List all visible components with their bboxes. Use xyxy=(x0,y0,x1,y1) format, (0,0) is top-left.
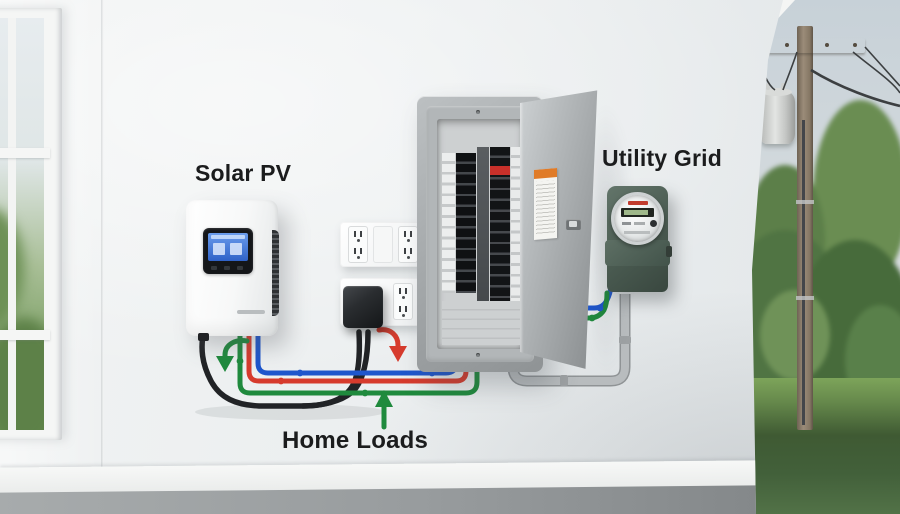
meter-face xyxy=(611,192,664,245)
outdoor-scene xyxy=(725,0,900,514)
conduit-coupling xyxy=(619,336,631,344)
breaker-column-left xyxy=(456,153,476,293)
wire-connector-dot xyxy=(588,314,596,322)
outlet-socket xyxy=(348,226,368,263)
lcd-digits xyxy=(230,243,242,255)
inverter-brand-label xyxy=(237,310,265,314)
arrow-green-up-icon xyxy=(375,390,393,430)
window-mullion xyxy=(0,148,50,158)
interior-wall xyxy=(0,0,783,514)
panel-face xyxy=(426,106,534,362)
inverter-display xyxy=(203,228,253,274)
meter-side-tab xyxy=(666,246,672,257)
breaker-column-right xyxy=(490,147,510,333)
panel-center-channel xyxy=(477,147,489,343)
transformer-bushing xyxy=(781,83,785,90)
panel-screw xyxy=(476,110,480,114)
marked-breaker-red xyxy=(490,166,510,175)
wire-green-home-loads xyxy=(237,325,480,396)
label-home-loads: Home Loads xyxy=(282,427,429,454)
meter-detail xyxy=(622,222,631,225)
wire-connector-dot xyxy=(361,389,369,397)
meter-brand-label xyxy=(628,201,648,205)
circuit-label-strip xyxy=(442,153,455,293)
conduit-clamp xyxy=(560,375,568,386)
crossarm-bolt xyxy=(853,43,857,47)
arrow-green-down-icon xyxy=(216,338,250,372)
window-mullion xyxy=(0,330,50,340)
overhead-wires xyxy=(756,46,900,108)
inverter-lcd xyxy=(208,233,248,261)
window-mullion xyxy=(8,18,16,430)
receptacle xyxy=(396,303,410,318)
wall-corner xyxy=(101,0,104,475)
panel-interior xyxy=(437,119,523,349)
wire-red-inverter-to-panel xyxy=(246,325,469,384)
lcd-digits xyxy=(213,243,225,255)
utility-meter xyxy=(605,186,672,292)
wire-connector-dot xyxy=(236,357,244,365)
inverter-button xyxy=(211,266,217,270)
receptacle xyxy=(401,245,415,260)
wall-outlet-double xyxy=(340,222,426,267)
meter-detail xyxy=(624,231,650,234)
receptacle xyxy=(401,228,415,243)
plug-adapter xyxy=(343,286,383,328)
receptacle xyxy=(396,285,410,300)
sticker-text-lines xyxy=(536,180,555,236)
inverter-button xyxy=(224,266,230,270)
sticker-warning-band xyxy=(534,167,557,180)
shrub-highlight xyxy=(760,290,830,380)
crossarm-bolt xyxy=(785,43,789,47)
inverter-button xyxy=(237,266,243,270)
receptacle xyxy=(351,245,365,260)
transformer-bushing xyxy=(766,83,770,90)
cable-shadow xyxy=(195,404,385,420)
wire-connector-dot xyxy=(277,377,285,385)
metal-conduit xyxy=(509,294,629,385)
blank-breaker-slots xyxy=(442,301,523,345)
cable-gland xyxy=(198,333,209,341)
window xyxy=(0,8,62,440)
panel-door-open xyxy=(520,90,598,369)
inverter-heatsink xyxy=(272,230,279,316)
meter-detail xyxy=(634,222,645,225)
label-solar-pv: Solar PV xyxy=(195,160,292,186)
panel-screw xyxy=(476,353,480,357)
pole-strap xyxy=(796,296,814,300)
pole-strap xyxy=(796,200,814,204)
outlet-socket xyxy=(393,283,413,320)
solar-inverter xyxy=(186,200,279,341)
wire-connector-dot xyxy=(296,369,304,377)
receptacle xyxy=(351,228,365,243)
pole-conduit xyxy=(802,120,805,425)
wire-connector-dot xyxy=(596,304,604,312)
outlet-socket xyxy=(398,226,418,263)
outlet-blank-module xyxy=(373,226,393,263)
pole-transformer xyxy=(759,83,795,144)
label-utility-grid: Utility Grid xyxy=(602,145,722,171)
arrow-red-down-icon xyxy=(376,327,407,362)
grass-lawn xyxy=(735,378,900,514)
crossarm-bolt xyxy=(825,43,829,47)
utility-pole xyxy=(797,26,813,430)
meter-optical-port xyxy=(650,220,657,227)
meter-digital-display xyxy=(621,208,654,217)
door-latch xyxy=(566,219,581,230)
panel-label-sticker xyxy=(534,167,557,241)
